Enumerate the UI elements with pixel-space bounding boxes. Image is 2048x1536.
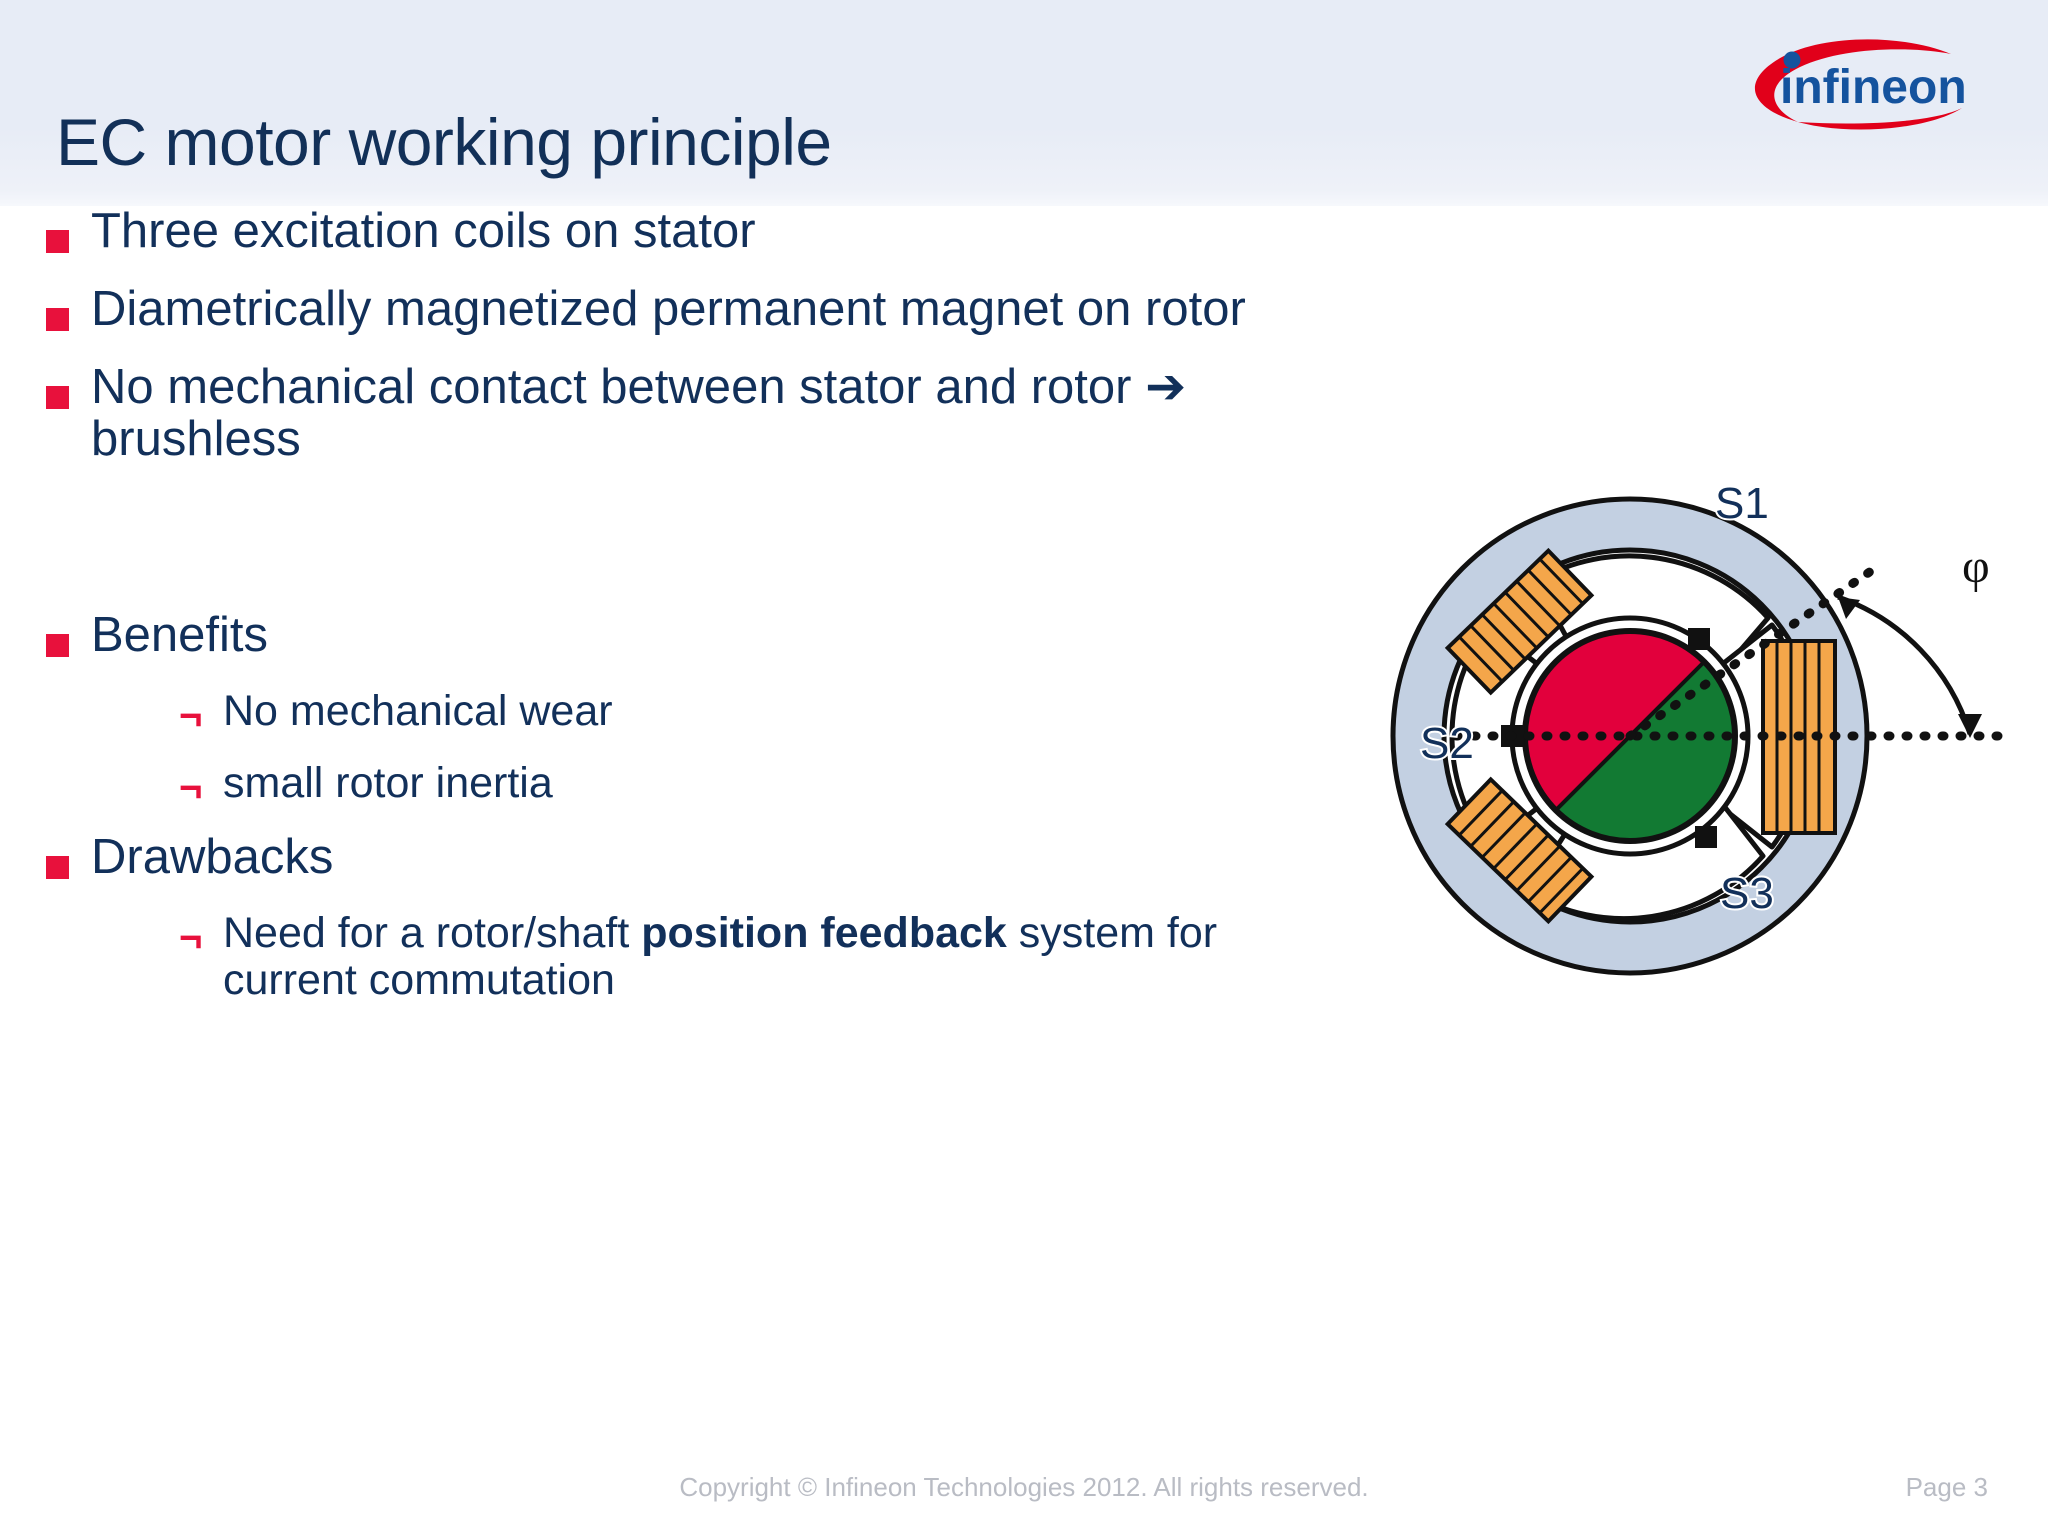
corner-bullet-icon: ¬ [179, 765, 203, 810]
coil-winding-upper-left [1444, 547, 1595, 696]
page-title: EC motor working principle [56, 105, 832, 179]
arc-arrow-head-top [1838, 597, 1860, 619]
bullet-item-2: Diametrically magnetized permanent magne… [46, 281, 1306, 336]
hall-sensor-s1 [1688, 628, 1710, 650]
arc-arrow-head-bottom [1958, 714, 1982, 738]
corner-bullet-icon: ¬ [179, 915, 203, 960]
svg-text:infineon: infineon [1780, 61, 1967, 114]
sub-bullet-text: small rotor inertia [223, 758, 553, 807]
label-s3: S3 [1720, 869, 1774, 918]
bullet-list: Three excitation coils on stator Diametr… [46, 204, 1306, 1029]
sub-bullet-item-2: ¬ small rotor inertia [179, 758, 1306, 810]
section-spacer [46, 492, 1306, 610]
square-bullet-icon [46, 307, 69, 331]
square-bullet-icon [46, 230, 69, 253]
corner-bullet-icon: ¬ [179, 693, 203, 738]
bullet-item-3: No mechanical contact between stator and… [46, 359, 1306, 466]
slide-content: Three excitation coils on stator Diametr… [0, 204, 2048, 1486]
rotor-axis-dotted [1625, 566, 1876, 741]
logo-swoosh-icon [1754, 39, 1962, 130]
bullet-item-benefits: Benefits [46, 607, 1306, 662]
infineon-logo: infineon [1738, 30, 1988, 130]
logo-dot-icon [1783, 51, 1801, 69]
bullet-item-drawbacks: Drawbacks [46, 829, 1306, 884]
square-bullet-icon [46, 633, 69, 657]
slide-header-band: EC motor working principle infineon [0, 0, 2048, 206]
bullet-text: Drawbacks [91, 829, 334, 884]
bullet-text: Three excitation coils on stator [91, 204, 756, 258]
label-s2: S2 [1420, 719, 1474, 768]
slide-footer: Copyright © Infineon Technologies 2012. … [0, 1450, 2048, 1536]
logo-wordmark: infineon [1780, 61, 1967, 114]
square-bullet-icon [46, 855, 69, 879]
sub-bullet-item-3: ¬ Need for a rotor/shaft position feedba… [179, 908, 1306, 1005]
coil-winding-lower-left [1444, 776, 1595, 925]
bullet-item-1: Three excitation coils on stator [46, 204, 1306, 258]
copyright-notice: Copyright © Infineon Technologies 2012. … [679, 1472, 1369, 1502]
sub-bullet-item-1: ¬ No mechanical wear [179, 686, 1306, 738]
bullet-text: Diametrically magnetized permanent magne… [91, 281, 1246, 336]
hall-sensor-s3 [1695, 826, 1717, 848]
sub-bullet-text-rich: Need for a rotor/shaft position feedback… [223, 908, 1218, 1005]
square-bullet-icon [46, 385, 69, 409]
sub-bullet-text: No mechanical wear [223, 686, 613, 735]
page-number: Page 3 [1905, 1472, 1988, 1502]
bullet-text: No mechanical contact between stator and… [91, 359, 1187, 466]
bullet-text: Benefits [91, 607, 269, 662]
label-s1: S1 [1715, 479, 1769, 528]
angle-arc-arrow [1837, 594, 1973, 735]
label-phi-angle: φ [1962, 540, 1990, 593]
ec-motor-diagram: S1 S2 S3 φ [1368, 386, 2048, 1026]
